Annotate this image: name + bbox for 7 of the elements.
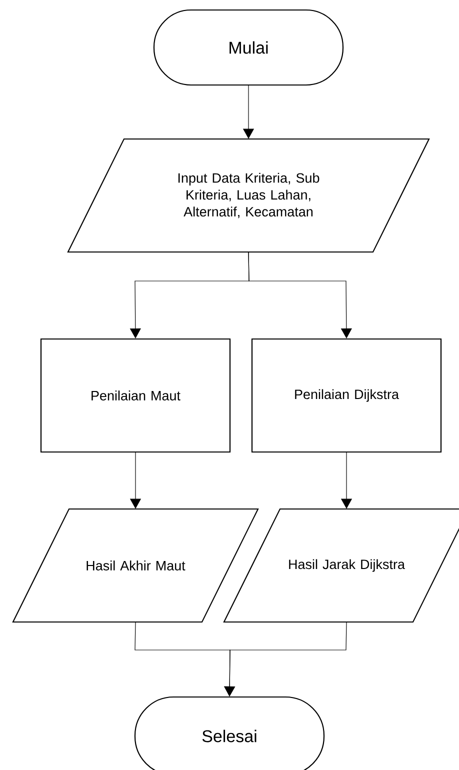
arrow [248, 252, 352, 338]
process-box: Penilaian Dijkstra [251, 338, 442, 453]
data-parallelogram: Hasil Akhir Maut [12, 508, 259, 623]
arrow [224, 622, 347, 696]
data-parallelogram: Hasil Jarak Dijkstra [223, 508, 459, 623]
data-parallelogram: Input Data Kriteria, Sub Kriteria, Luas Lahan, Alternatif, Kecamatan [67, 138, 430, 253]
process-box: Penilaian Maut [40, 338, 231, 453]
